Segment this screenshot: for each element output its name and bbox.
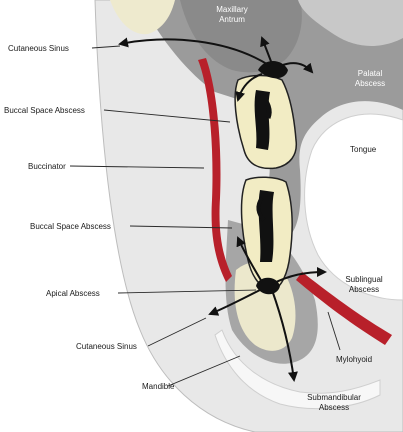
label-palatal-abscess-line1: Palatal [358, 69, 383, 78]
label-sublingual-abscess-line1: Sublingual [345, 275, 383, 284]
upper-tooth [234, 74, 298, 170]
arrow-to-sublingual-abscess [271, 267, 327, 285]
label-apical-abscess: Apical Abscess [46, 289, 100, 298]
upper-cream-bone [110, 0, 175, 35]
label-maxillary-antrum-line1: Maxillary [216, 5, 248, 14]
maxillary-antrum [180, 0, 302, 73]
arrow-to-palatal-abscess [279, 62, 314, 74]
arrow-to-cutaneous-sinus-top [118, 37, 271, 67]
label-cutaneous-sinus-bottom: Cutaneous Sinus [76, 342, 137, 351]
label-buccal-space-abscess-upper: Buccal Space Abscess [4, 106, 85, 115]
arrow-to-maxillary-antrum [260, 36, 273, 65]
mylohyoid-muscle [296, 272, 392, 345]
tongue-region [304, 113, 403, 301]
leader-cutaneous-sinus-top [91, 45, 121, 49]
sinus-light-region [298, 0, 403, 46]
arrow-to-cutaneous-sinus-bottom [208, 289, 261, 316]
mandible-cortex [214, 329, 381, 410]
leader-cutaneous-sinus-bottom [147, 317, 207, 347]
leader-buccal-lower [129, 225, 233, 229]
lower-tooth [240, 176, 293, 291]
label-buccinator: Buccinator [28, 162, 66, 171]
label-mylohyoid: Mylohyoid [336, 355, 372, 364]
leader-apical-abscess [117, 289, 257, 294]
arrow-to-submandibular-abscess [271, 289, 298, 382]
label-buccal-space-abscess-lower: Buccal Space Abscess [30, 222, 111, 231]
leader-buccal-upper [103, 109, 231, 123]
label-submandibular-abscess-line1: Submandibular [307, 393, 361, 402]
label-maxillary-antrum-line2: Antrum [219, 15, 245, 24]
label-mandible: Mandible [142, 382, 175, 391]
label-palatal-abscess-line2: Abscess [355, 79, 385, 88]
leader-mandible [167, 355, 241, 387]
label-submandibular-abscess-line2: Abscess [319, 403, 349, 412]
label-cutaneous-sinus-top: Cutaneous Sinus [8, 44, 69, 53]
label-sublingual-abscess-line2: Abscess [349, 285, 379, 294]
label-tongue: Tongue [350, 145, 377, 154]
buccinator-muscle [198, 58, 232, 282]
arrow-to-buccal-lower [236, 236, 263, 283]
arrow-to-buccal-upper [235, 73, 263, 102]
leader-buccinator [69, 165, 205, 169]
leader-mylohyoid [327, 311, 341, 351]
